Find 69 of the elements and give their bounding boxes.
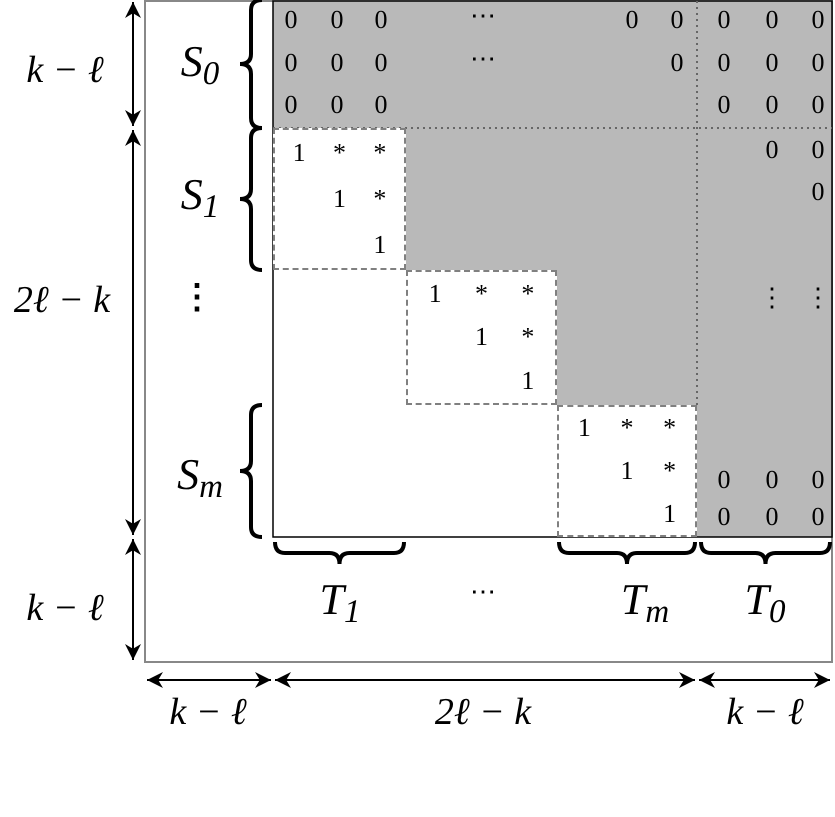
matrix-entry: * bbox=[474, 280, 488, 307]
matrix-entry: 1 bbox=[663, 500, 676, 527]
matrix-entry: 1 bbox=[332, 186, 346, 212]
matrix-entry: * bbox=[373, 140, 386, 166]
vertical-ellipsis: ⋮ bbox=[180, 281, 214, 315]
dashed-block bbox=[557, 405, 697, 537]
matrix-entry: 0 bbox=[330, 7, 344, 33]
matrix-entry: 0 bbox=[626, 7, 638, 33]
dimension-label: 2ℓ − k bbox=[434, 693, 532, 731]
matrix-entry: 1 bbox=[578, 415, 591, 442]
matrix-entry: 0 bbox=[766, 50, 778, 76]
block-label: T$_{0}$ bbox=[744, 578, 786, 622]
matrix-entry: ⋮ bbox=[759, 285, 785, 311]
matrix-entry: 0 bbox=[718, 504, 730, 530]
matrix-entry: 0 bbox=[812, 467, 824, 493]
matrix-entry: * bbox=[332, 140, 346, 166]
matrix-entry: ⋯ bbox=[470, 46, 496, 72]
matrix-entry: 0 bbox=[284, 92, 298, 118]
matrix-entry: * bbox=[663, 415, 676, 442]
matrix-entry: 0 bbox=[718, 50, 730, 76]
matrix-entry: 0 bbox=[766, 137, 778, 163]
matrix-entry: 0 bbox=[718, 92, 730, 118]
matrix-entry: 0 bbox=[670, 7, 684, 33]
block-label: T$_{1}$ bbox=[320, 578, 360, 622]
matrix-entry: * bbox=[620, 415, 634, 442]
matrix-entry: 0 bbox=[374, 7, 388, 33]
matrix-entry: * bbox=[663, 458, 676, 484]
matrix-entry: 1 bbox=[428, 280, 442, 307]
matrix-entry: ⋮ bbox=[805, 285, 831, 311]
matrix-entry: 1 bbox=[474, 324, 488, 350]
dimension-label: 2ℓ − k bbox=[14, 281, 110, 319]
dashed-block bbox=[273, 128, 406, 270]
block-label: S$_{1}$ bbox=[180, 173, 220, 217]
matrix-entry: ⋯ bbox=[470, 579, 496, 605]
matrix-entry: 1 bbox=[620, 458, 634, 484]
matrix-entry: 0 bbox=[374, 92, 388, 118]
matrix-entry: * bbox=[521, 324, 534, 350]
matrix-entry: 0 bbox=[718, 467, 730, 493]
matrix-entry: 1 bbox=[521, 368, 534, 394]
dashed-block bbox=[406, 270, 557, 405]
matrix-entry: 0 bbox=[284, 7, 298, 33]
matrix-entry: ⋯ bbox=[470, 3, 496, 29]
dimension-label: k − ℓ bbox=[169, 693, 247, 731]
matrix-entry: 0 bbox=[812, 50, 824, 76]
matrix-entry: 1 bbox=[292, 140, 306, 166]
matrix-entry: 0 bbox=[812, 137, 824, 163]
matrix-entry: 0 bbox=[374, 50, 388, 76]
matrix-entry: 0 bbox=[330, 92, 344, 118]
block-label: S$_{0}$ bbox=[180, 40, 220, 84]
matrix-entry: 0 bbox=[284, 50, 298, 76]
dimension-label: k − ℓ bbox=[726, 693, 804, 731]
matrix-entry: 0 bbox=[766, 467, 778, 493]
dimension-label: k − ℓ bbox=[26, 589, 104, 627]
matrix-entry: 0 bbox=[812, 7, 824, 33]
matrix-entry: 0 bbox=[812, 179, 824, 205]
matrix-entry: 0 bbox=[330, 50, 344, 76]
matrix-entry: 0 bbox=[812, 504, 824, 530]
matrix-entry: 0 bbox=[766, 7, 778, 33]
block-label: T$_{m}$ bbox=[620, 578, 670, 622]
dimension-label: k − ℓ bbox=[26, 51, 104, 89]
matrix-entry: 0 bbox=[766, 92, 778, 118]
matrix-entry: 0 bbox=[812, 92, 824, 118]
matrix-entry: 0 bbox=[718, 7, 730, 33]
matrix-entry: * bbox=[521, 280, 534, 307]
matrix-entry: 0 bbox=[766, 504, 778, 530]
matrix-entry: 0 bbox=[670, 50, 684, 76]
matrix-entry: 1 bbox=[373, 232, 386, 258]
matrix-entry: * bbox=[373, 186, 386, 212]
block-label: S$_{m}$ bbox=[177, 453, 223, 497]
